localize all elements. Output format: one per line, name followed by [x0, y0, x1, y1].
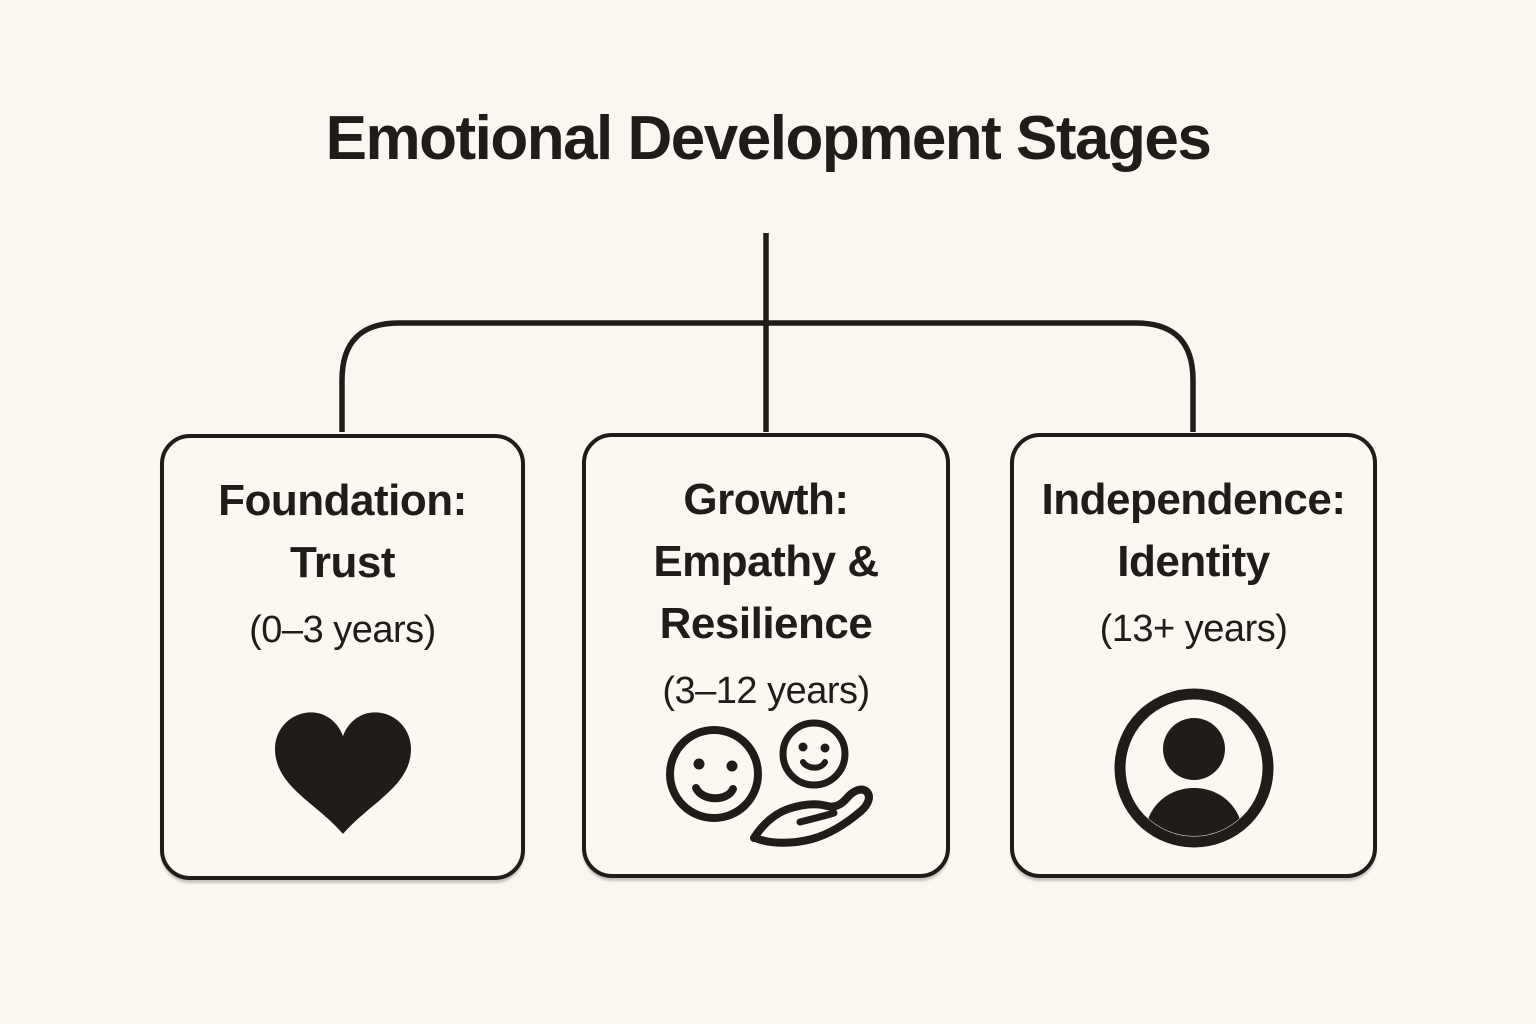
person-circle-icon [1014, 686, 1373, 850]
avatar-shoulders [1144, 788, 1243, 836]
stage-age-range: (13+ years) [1099, 608, 1288, 650]
heart-icon [164, 712, 521, 836]
connector-bracket [339, 320, 1196, 432]
stage-heading-line: Independence: [1041, 475, 1347, 524]
stage-card-foundation: Foundation: Trust (0–3 years) [160, 434, 525, 880]
large-smiley-face [666, 726, 762, 822]
stage-heading-line: Empathy & [653, 537, 879, 586]
stage-heading-line: Growth: [683, 475, 849, 524]
avatar-ring [1114, 688, 1273, 848]
stage-card-growth: Growth: Empathy & Resilience (3–12 years… [582, 433, 950, 878]
stage-heading-line: Identity [1117, 537, 1270, 586]
small-smiley-face [779, 719, 849, 789]
stage-heading-line: Trust [289, 538, 396, 587]
avatar-head [1162, 718, 1225, 780]
empathy-smileys-hand-icon [586, 710, 946, 860]
stage-age-range: (0–3 years) [249, 609, 436, 651]
stage-age-range: (3–12 years) [662, 670, 870, 712]
stage-heading-line: Foundation: [218, 476, 467, 525]
stage-heading-line: Resilience [659, 599, 873, 648]
page-title: Emotional Development Stages [325, 104, 1212, 173]
stage-card-independence: Independence: Identity (13+ years) [1010, 433, 1377, 878]
cupped-hand [750, 785, 873, 847]
